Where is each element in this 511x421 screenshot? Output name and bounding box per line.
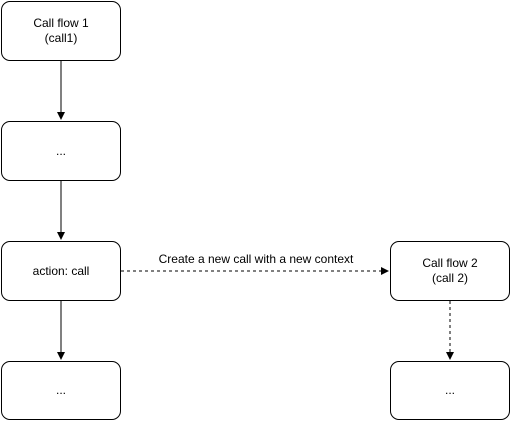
call-flow-2-node[interactable]: Call flow 2 (call 2) (390, 241, 510, 301)
action-call-node[interactable]: action: call (1, 241, 121, 301)
call-flow-1-id: (call1) (44, 31, 78, 45)
action-call-label: action: call (32, 263, 90, 278)
call-flow-2-id: (call 2) (431, 271, 468, 285)
ellipsis-node-1[interactable]: ... (1, 121, 121, 181)
ellipsis-node-3-label: ... (444, 383, 455, 397)
ellipsis-node-2-label: ... (55, 383, 66, 397)
ellipsis-node-1-label: ... (55, 143, 66, 158)
call-flow-1-node[interactable]: Call flow 1 (call1) (1, 1, 121, 61)
ellipsis-node-3[interactable]: ... (390, 361, 510, 420)
call-flow-1-title: Call flow 1 (33, 16, 89, 30)
new-call-edge-label: Create a new call with a new context (140, 252, 372, 266)
ellipsis-node-2[interactable]: ... (1, 361, 121, 420)
call-flow-2-title: Call flow 2 (422, 256, 478, 270)
